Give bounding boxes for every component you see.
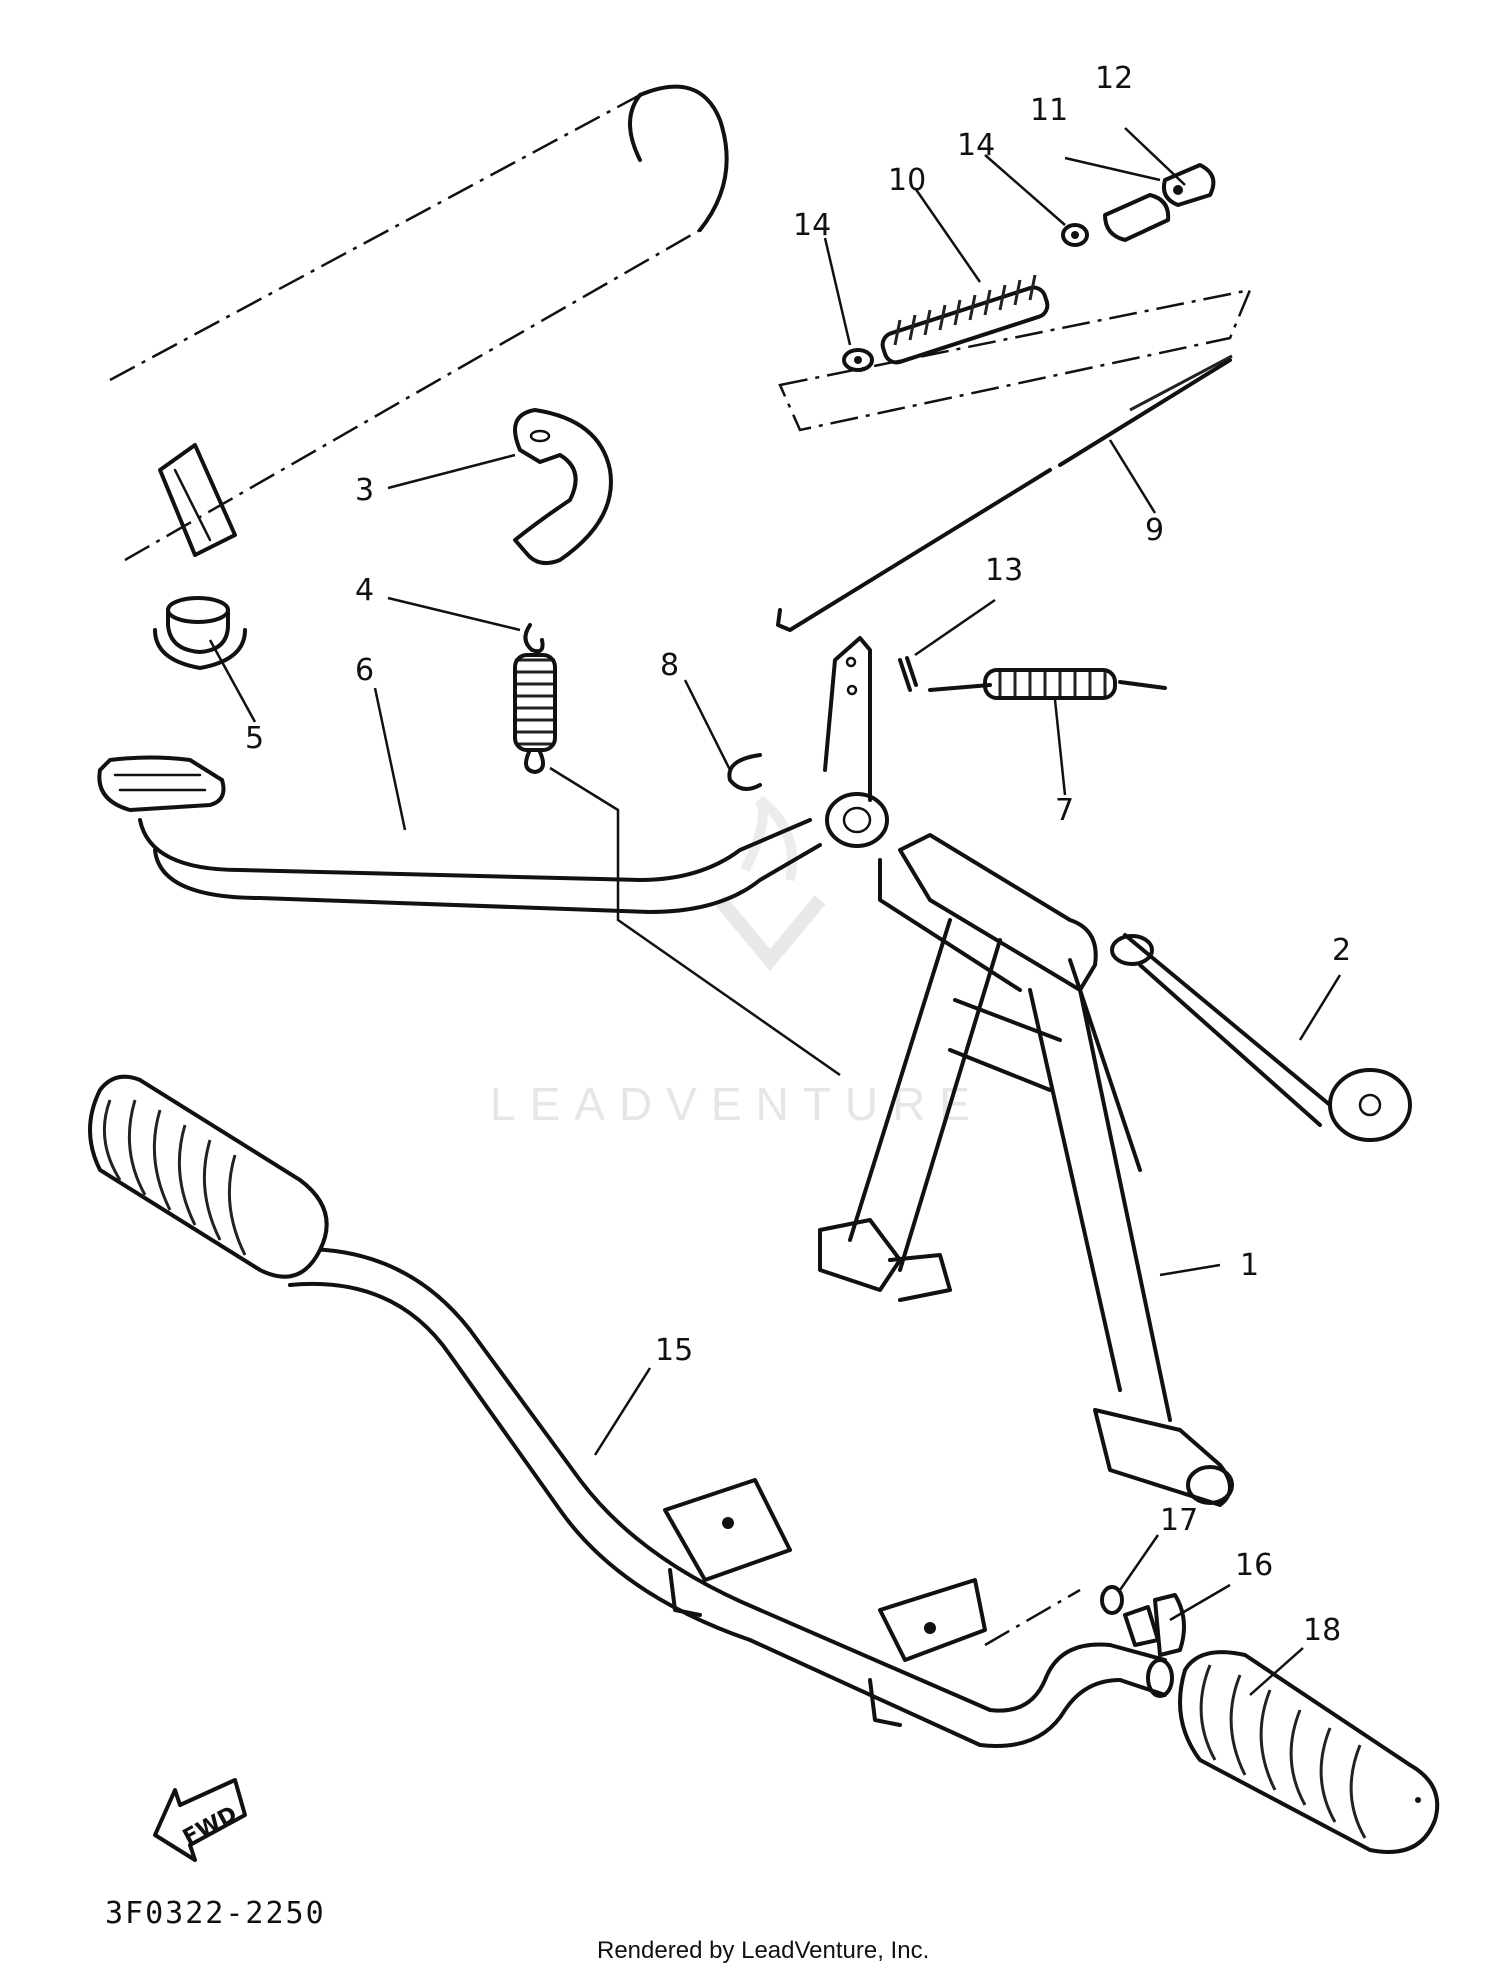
callout-15: 15	[655, 1333, 693, 1368]
callout-2: 2	[1332, 933, 1351, 968]
part-9-rod	[776, 288, 1253, 632]
callout-18: 18	[1303, 1613, 1341, 1648]
callout-4: 4	[355, 573, 374, 608]
callout-12: 12	[1095, 61, 1133, 96]
part-1-main-stand	[818, 833, 1234, 1507]
part-15-footrest-bar	[278, 1247, 1174, 1748]
part-7-return-spring	[928, 668, 1167, 700]
diagram-code: 3F0322-2250	[105, 1896, 326, 1931]
part-4-spring	[513, 623, 557, 774]
callout-1: 1	[1240, 1248, 1259, 1283]
callout-11: 11	[1030, 93, 1068, 128]
callout-9: 9	[1145, 513, 1164, 548]
left-footrest-rubber	[88, 1074, 329, 1279]
muffler	[109, 84, 729, 562]
part-13-cotter-pin	[898, 656, 918, 692]
callout-16: 16	[1235, 1548, 1273, 1583]
callout-3: 3	[355, 473, 374, 508]
part-5-stopper	[153, 596, 247, 670]
callout-7: 7	[1055, 793, 1074, 828]
callout-8: 8	[660, 648, 679, 683]
callout-6: 6	[355, 653, 374, 688]
callout-5: 5	[245, 721, 264, 756]
callout-10: 10	[888, 163, 926, 198]
part-17-washer	[984, 1585, 1124, 1647]
part-14-washer-right	[1061, 223, 1089, 247]
callout-17: 17	[1160, 1503, 1198, 1538]
callouts: 1 2 3 4 5 6 7 8 9 10 11 12 13 14 14 15 1…	[245, 61, 1351, 1648]
part-11-collar	[1103, 193, 1171, 242]
callout-14-left: 14	[793, 208, 831, 243]
part-18-footrest-rubber	[1178, 1650, 1440, 1854]
fwd-arrow: FWD	[153, 1778, 247, 1862]
callout-14-right: 14	[957, 128, 995, 163]
part-8-clip	[727, 753, 762, 791]
part-3-hook-bracket	[513, 408, 613, 566]
part-2-pivot-shaft	[1110, 933, 1412, 1142]
footer-credit: Rendered by LeadVenture, Inc.	[597, 1937, 929, 1964]
part-16-bolt	[1123, 1593, 1186, 1657]
part-14-washer-left	[842, 348, 874, 372]
leader-lines	[208, 127, 1342, 1696]
fwd-arrow-label: FWD	[179, 1802, 242, 1851]
callout-13: 13	[985, 553, 1023, 588]
watermark-text: LEADVENTURE	[490, 1078, 984, 1130]
watermark: LEADVENTURE	[490, 796, 984, 1130]
part-6-brake-pedal	[97, 636, 889, 914]
part-10-spring	[880, 274, 1050, 365]
part-12-nut	[1161, 163, 1216, 207]
